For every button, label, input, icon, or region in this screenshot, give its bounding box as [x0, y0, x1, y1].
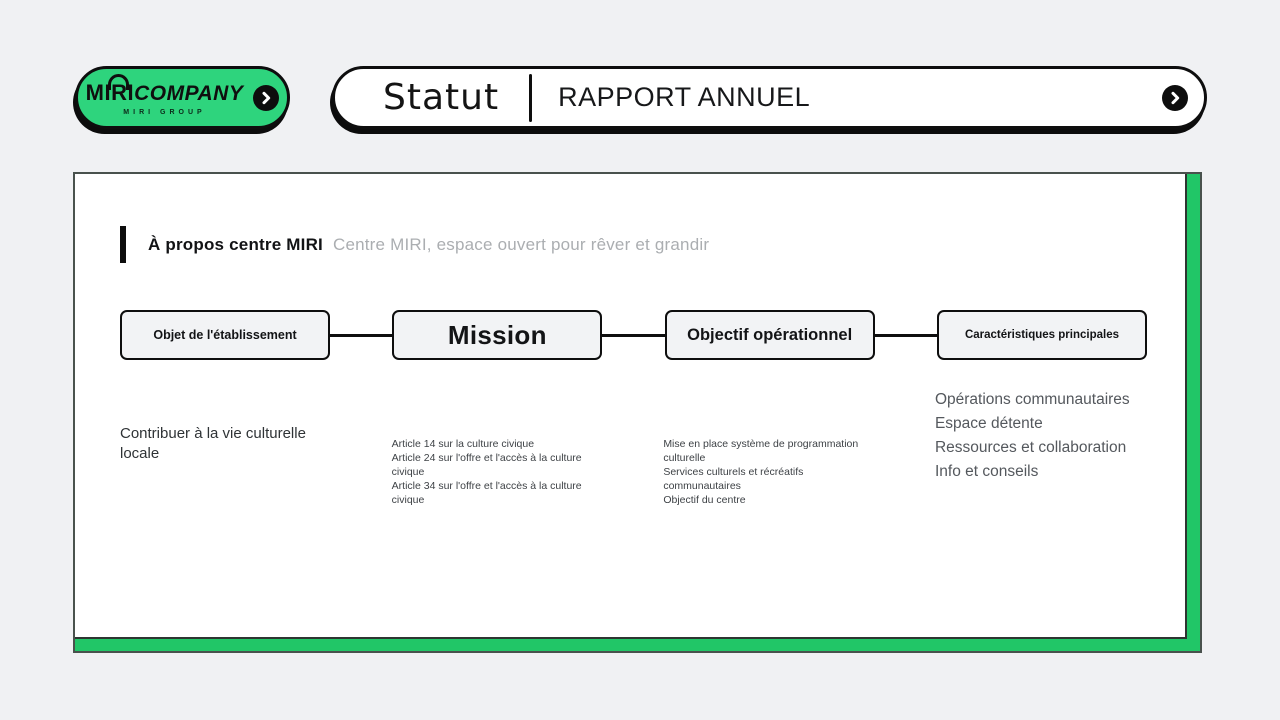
- logo-brand-secondary: COMPANY: [134, 81, 244, 105]
- note-line: Services culturels et récréatifs communa…: [663, 466, 804, 492]
- note-line: Article 24 sur l'offre et l'accès à la c…: [391, 452, 582, 478]
- note-line: Article 14 sur la culture civique: [391, 438, 535, 450]
- page-title: RAPPORT ANNUEL: [558, 82, 811, 112]
- note-line: Objectif du centre: [663, 494, 746, 506]
- node-caracteristiques-principales[interactable]: Caractéristiques principales: [936, 310, 1147, 360]
- content-card: À propos centre MIRI Centre MIRI, espace…: [75, 174, 1187, 639]
- card-heading: À propos centre MIRI Centre MIRI, espace…: [120, 226, 709, 263]
- node-objectif-operationnel[interactable]: Objectif opérationnel: [664, 310, 875, 360]
- status-label: Statut: [383, 77, 500, 118]
- note-line: Info et conseils: [934, 463, 1039, 480]
- logo-chevron-right-icon[interactable]: [253, 84, 280, 111]
- note-line: Contribuer à la vie culturelle locale: [120, 425, 306, 462]
- connector-line: [874, 333, 937, 337]
- node-mission[interactable]: Mission: [392, 310, 603, 360]
- note-line: Ressources et collaboration: [934, 439, 1127, 456]
- logo-subtext: MIRI GROUP: [123, 108, 206, 116]
- logo: MIRI COMPANY MIRI GROUP: [86, 73, 244, 116]
- notes-row: Contribuer à la vie culturelle locale Ar…: [120, 360, 1147, 507]
- flow-diagram: Objet de l'établissement Mission Objecti…: [120, 310, 1147, 360]
- note-line: Article 34 sur l'offre et l'accès à la c…: [391, 480, 582, 506]
- section-title: À propos centre MIRI: [148, 234, 323, 254]
- notes-objectif-operationnel: Mise en place système de programmation c…: [663, 437, 875, 507]
- node-objet-etablissement[interactable]: Objet de l'établissement: [120, 310, 330, 360]
- note-line: Mise en place système de programmation c…: [663, 438, 859, 464]
- notes-objet-etablissement: Contribuer à la vie culturelle locale: [120, 424, 332, 507]
- pill-divider: [529, 73, 533, 122]
- notes-mission: Article 14 sur la culture civique Articl…: [392, 437, 604, 507]
- heading-accent-bar: [120, 226, 126, 263]
- logo-arch-icon: [107, 73, 129, 90]
- section-subtitle: Centre MIRI, espace ouvert pour rêver et…: [332, 234, 710, 254]
- content-card-frame: À propos centre MIRI Centre MIRI, espace…: [73, 172, 1202, 653]
- notes-caracteristiques: Opérations communautaires Espace détente…: [935, 388, 1147, 507]
- title-pill[interactable]: Statut RAPPORT ANNUEL: [332, 66, 1207, 129]
- connector-line: [602, 333, 665, 337]
- header-chevron-right-icon[interactable]: [1162, 84, 1188, 111]
- connector-line: [330, 333, 393, 337]
- note-line: Espace détente: [934, 415, 1043, 432]
- logo-pill[interactable]: MIRI COMPANY MIRI GROUP: [75, 66, 290, 129]
- note-line: Opérations communautaires: [934, 391, 1130, 408]
